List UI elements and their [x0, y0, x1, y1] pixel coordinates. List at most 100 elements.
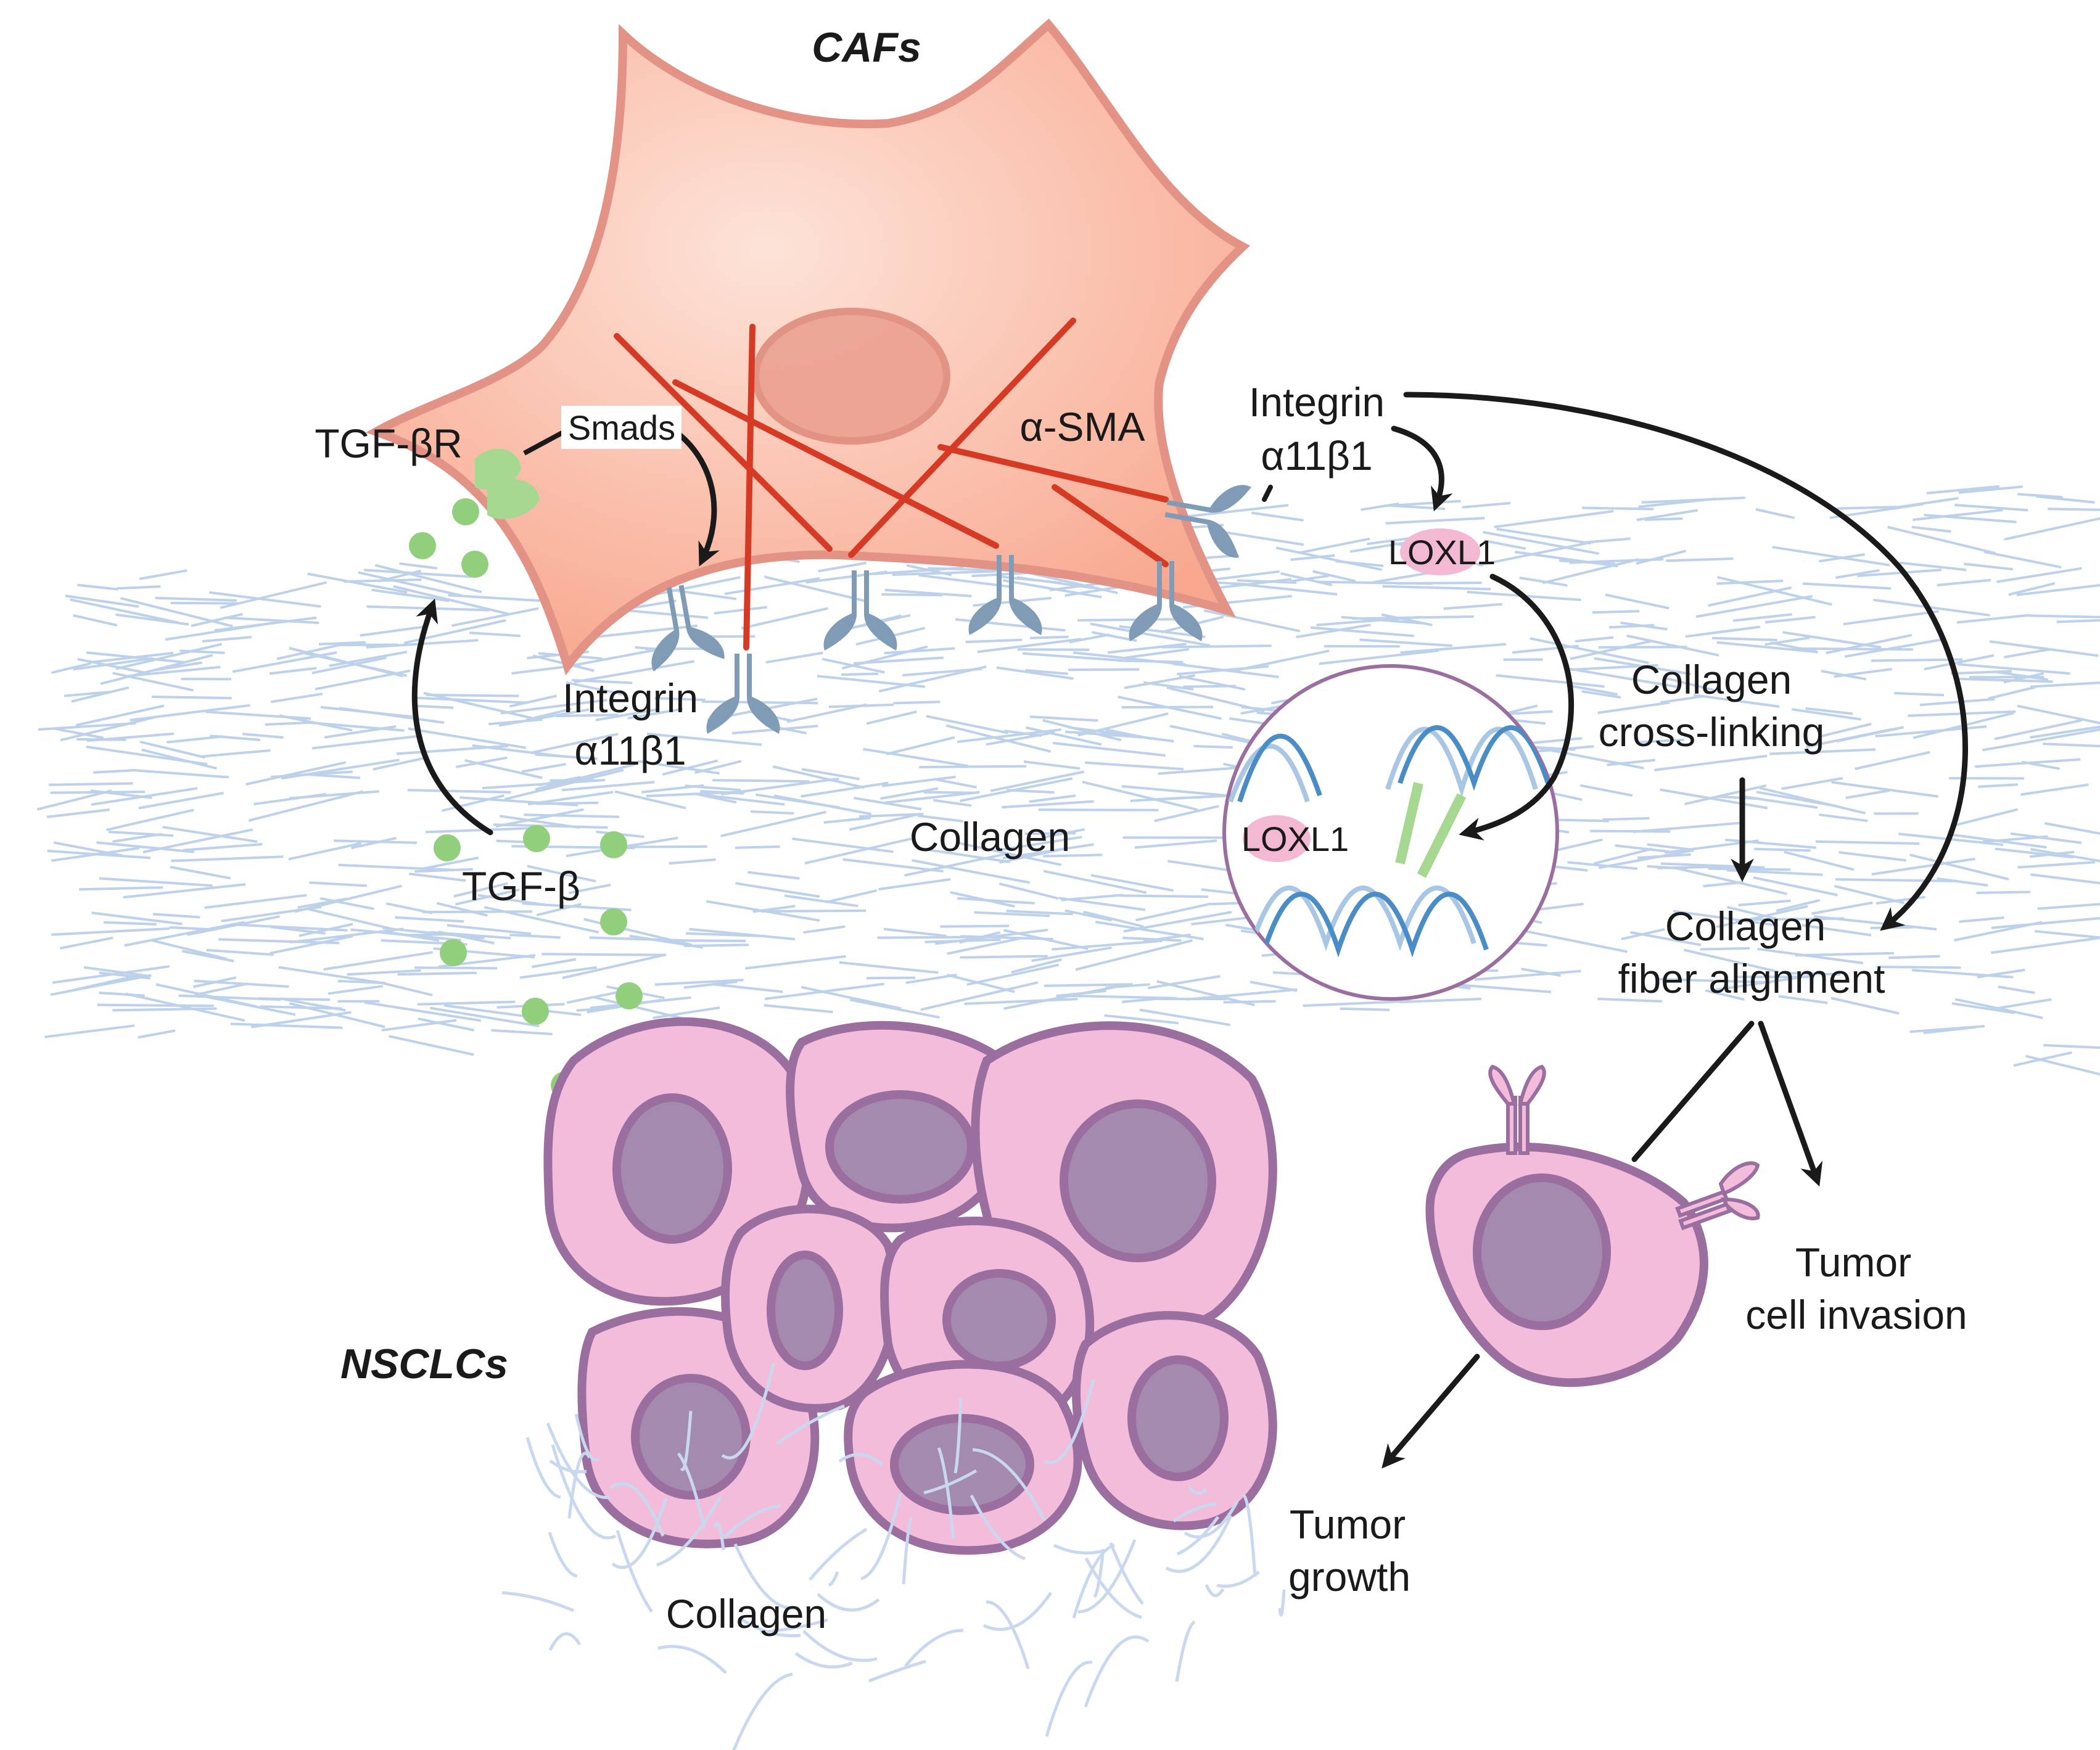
collagen-fiber [1204, 1584, 1225, 1597]
collagen-fiber [344, 578, 422, 583]
collagen-fiber [970, 1494, 1026, 1561]
collagen-fiber [178, 994, 281, 1001]
collagen-fiber [1958, 485, 2023, 494]
collagen-fiber [2029, 850, 2075, 858]
collagen-fiber [877, 935, 975, 939]
collagen-fiber [165, 622, 273, 641]
collagen-fiber [1478, 540, 1599, 567]
collagen-fiber [130, 704, 250, 721]
collagen-fiber [443, 1004, 532, 1019]
collagen-fiber [772, 765, 865, 789]
collagen-fiber [2020, 783, 2089, 796]
collagen-fiber [548, 1532, 578, 1578]
collagen-fiber [611, 1497, 668, 1569]
collagen-fiber [151, 939, 228, 961]
collagen-fiber [1784, 850, 1855, 871]
alpha-sma-label: α-SMA [1019, 404, 1145, 450]
collagen-fiber [1212, 578, 1292, 590]
collagen-fiber [1121, 785, 1243, 799]
collagen-fiber [809, 1527, 868, 1581]
collagen-fiber [86, 746, 208, 766]
collagen-fiber [1210, 570, 1280, 581]
collagen-fiber [1924, 654, 1995, 671]
collagen-fiber [595, 708, 660, 721]
collagen-fiber [79, 886, 163, 891]
collagen-fiber [1684, 948, 1779, 974]
collagen-fiber [926, 715, 1008, 734]
collagen-fiber [1114, 894, 1209, 898]
collagen-fiber [139, 569, 187, 580]
collagen-fiber [817, 1593, 880, 1612]
collagen-fiber [430, 1006, 540, 1028]
collagen-fiber [1579, 784, 1633, 797]
collagen-fiber [477, 893, 548, 906]
nsclc-title: NSCLCs [340, 1341, 508, 1387]
collagen-fiber [169, 926, 215, 931]
caf-nucleus [752, 308, 950, 445]
collagen-fiber [1732, 613, 1793, 622]
collagen-fiber [297, 897, 348, 909]
collagen-fiber [125, 992, 245, 1022]
collagen-fiber [1658, 977, 1771, 984]
collagen-fiber [1821, 670, 1867, 681]
collagen-fiber [863, 747, 969, 768]
collagen-fiber [1666, 677, 1716, 692]
collagen-fiber [112, 1007, 217, 1012]
collagen-fiber [977, 638, 1082, 654]
collagen-fiber [823, 816, 871, 824]
collagen-fiber [1290, 554, 1335, 561]
collagen-fiber [1923, 1025, 1976, 1034]
collagen-fiber [548, 1632, 582, 1651]
collagen-fiber [53, 841, 123, 857]
collagen-fiber [986, 731, 1055, 746]
collagen-fiber [935, 929, 1048, 945]
collagen-fiber [828, 1571, 839, 1587]
integrin-top-label-sub: α11β1 [1261, 433, 1372, 479]
collagen-fiber [1772, 546, 1890, 567]
collagen-fiber [1064, 909, 1113, 922]
collagen-fiber [289, 647, 403, 678]
collagen-fiber [627, 707, 683, 720]
collagen-fiber [311, 773, 361, 779]
collagen-fiber [616, 1530, 654, 1613]
collagen-fiber [1029, 715, 1098, 722]
collagen-fiber [1716, 641, 1818, 654]
collagen-fiber [549, 1459, 587, 1474]
collagen-fiber [1805, 728, 1893, 749]
collagen-fiber [1975, 758, 2081, 768]
collagen-fiber [451, 607, 539, 627]
collagen-fiber [519, 966, 597, 979]
collagen-fiber [1494, 510, 1614, 528]
collagen-fiber [152, 913, 200, 919]
collagen-fiber [482, 779, 606, 790]
collagen-fiber [525, 1437, 561, 1499]
collagen-fiber [923, 1469, 978, 1495]
collagen-fiber [382, 982, 433, 996]
integrin-to-loxl1-arrow [1391, 425, 1453, 512]
collagen-fiber [902, 1516, 913, 1585]
collagen-fiber [49, 782, 133, 786]
integrin-icon [706, 654, 780, 734]
collagen-fiber [1924, 514, 2017, 524]
collagen-fiber [1602, 816, 1650, 821]
collagen-fiber [123, 883, 246, 899]
collagen-fiber [91, 911, 183, 926]
collagen-fiber [966, 963, 1060, 986]
collagen-fiber [1484, 539, 1526, 550]
alignment-to-cell-line [1631, 1021, 1755, 1162]
collagen-fiber [532, 733, 619, 754]
collagen-fiber [1232, 649, 1330, 673]
collagen-fiber [1025, 726, 1102, 746]
collagen-fiber [1857, 569, 1942, 577]
collagen-fiber [1875, 725, 1987, 737]
collagen-fiber [1011, 958, 1062, 974]
collagen-fiber [760, 1618, 828, 1634]
collagen-fiber [308, 908, 394, 930]
collagen-fiber [892, 570, 996, 577]
collagen-fiber [800, 781, 889, 798]
collagen-fiber [1759, 786, 1866, 815]
collagen-fiber [732, 1672, 793, 1750]
collagen-fiber [1109, 1542, 1144, 1605]
collagen-fiber [1582, 506, 1654, 511]
tgf-beta-receptor [475, 448, 540, 519]
